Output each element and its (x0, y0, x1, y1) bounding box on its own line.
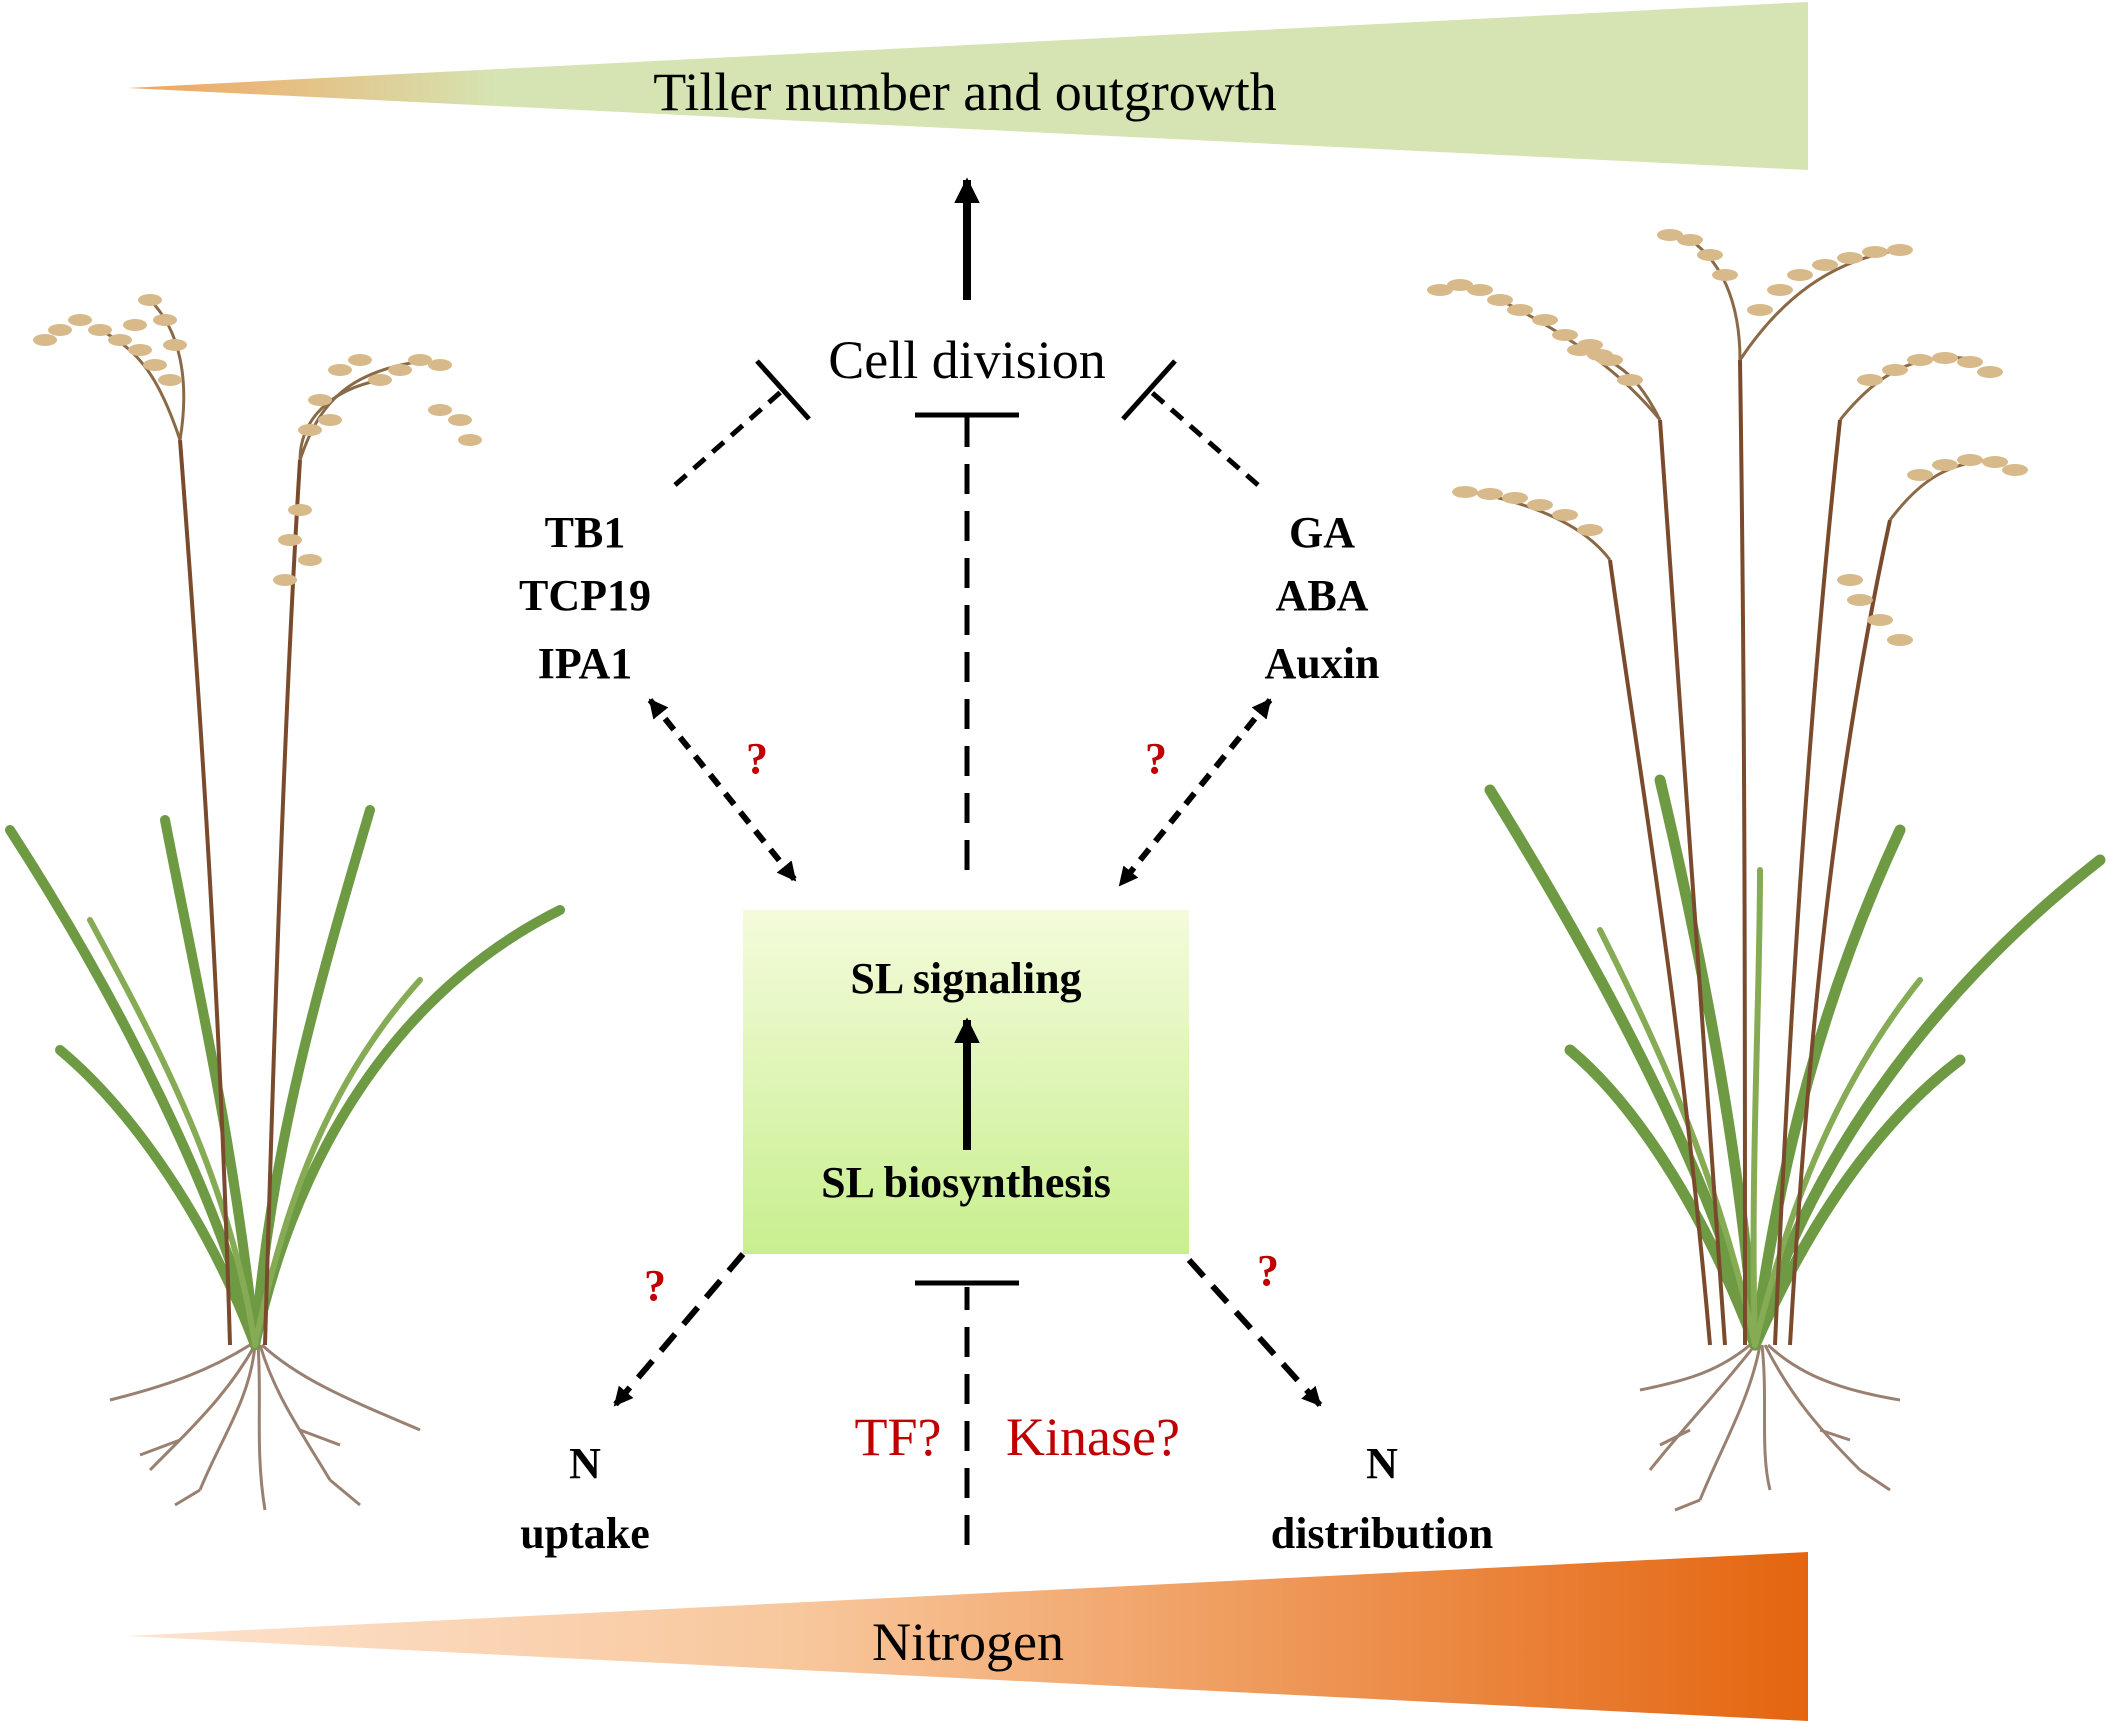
factor-tcp19: TCP19 (519, 571, 651, 620)
left-roots (109, 1343, 421, 1511)
sl-biosynthesis-label: SL biosynthesis (821, 1158, 1111, 1207)
question-mark-upper-right: ? (1145, 734, 1167, 783)
question-mark-lower-left: ? (644, 1261, 666, 1310)
right-grain-clusters (1427, 229, 2028, 646)
factor-tb1: TB1 (545, 508, 626, 557)
question-mark-lower-right: ? (1257, 1246, 1279, 1295)
n-distribution-line2: distribution (1271, 1509, 1494, 1558)
inhibit-right-factors-line (1147, 388, 1260, 487)
connectors (612, 177, 1323, 1545)
factor-ga: GA (1289, 508, 1355, 557)
double-arrow-left-factors-sl (647, 698, 798, 882)
top-gradient-banner (128, 2, 1808, 170)
n-uptake-line1: N (569, 1439, 601, 1488)
factor-auxin: Auxin (1265, 639, 1380, 688)
double-arrow-right-factors-sl (1117, 698, 1273, 887)
right-factor-list: GA ABA Auxin (1265, 508, 1380, 688)
bottom-gradient-banner (128, 1552, 1808, 1721)
cell-division-label: Cell division (828, 330, 1106, 390)
factor-aba: ABA (1276, 571, 1369, 620)
inhibit-left-factors-line (673, 388, 785, 487)
bottom-banner-label: Nitrogen (872, 1612, 1064, 1672)
left-factor-list: TB1 TCP19 IPA1 (519, 508, 651, 688)
inhibit-left-factors-bar (755, 359, 811, 421)
right-rice-plant-illustration (1427, 229, 2106, 1512)
left-rice-plant-illustration (5, 294, 565, 1511)
question-mark-upper-left: ? (746, 734, 768, 783)
n-distribution-label: N distribution (1271, 1439, 1494, 1558)
n-distribution-line1: N (1366, 1439, 1398, 1488)
tf-label: TF? (855, 1407, 942, 1467)
n-uptake-line2: uptake (520, 1509, 650, 1558)
inhibit-right-factors-bar (1121, 359, 1177, 421)
top-banner-label: Tiller number and outgrowth (653, 62, 1276, 122)
arrow-sl-to-n-uptake (612, 1252, 746, 1407)
arrow-sl-to-n-distribution (1186, 1257, 1323, 1408)
kinase-label: Kinase? (1006, 1407, 1180, 1467)
left-grain-clusters (33, 294, 482, 586)
n-uptake-label: N uptake (520, 1439, 650, 1558)
sl-signaling-label: SL signaling (850, 954, 1081, 1003)
right-roots (1639, 1343, 1901, 1512)
factor-ipa1: IPA1 (538, 639, 633, 688)
